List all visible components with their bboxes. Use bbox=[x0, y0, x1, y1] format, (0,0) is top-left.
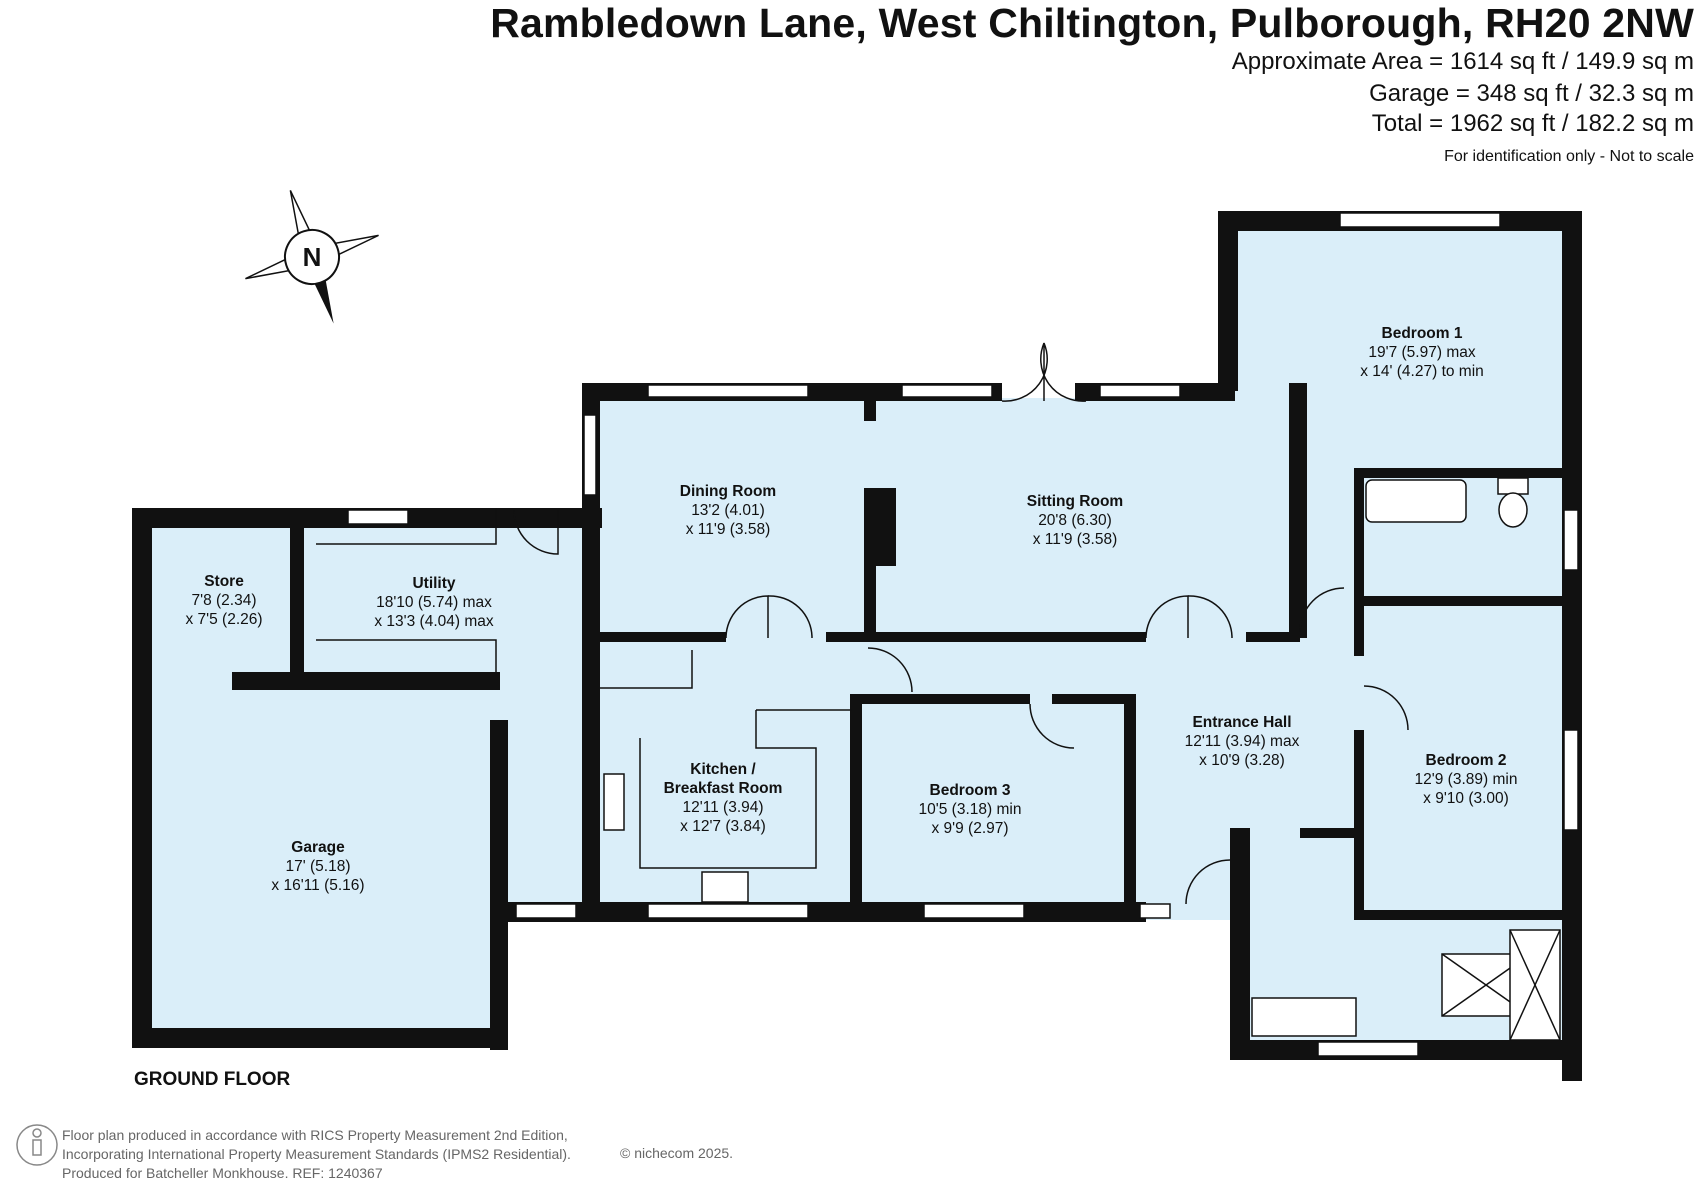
room-store-dim2: x 7'5 (2.26) bbox=[185, 611, 262, 628]
room-kitchen-name2: Breakfast Room bbox=[664, 780, 783, 797]
windows bbox=[347, 212, 1579, 1057]
footer-line3: Produced for Batcheller Monkhouse. REF: … bbox=[62, 1165, 383, 1181]
room-kitchen-name: Kitchen / bbox=[690, 761, 756, 778]
floor-label: GROUND FLOOR bbox=[134, 1069, 291, 1090]
room-utility-dim1: 18'10 (5.74) max bbox=[376, 594, 492, 611]
total-area: Total = 1962 sq ft / 182.2 sq m bbox=[1371, 110, 1694, 137]
address-title: Rambledown Lane, West Chiltington, Pulbo… bbox=[490, 0, 1694, 46]
footer-line2: Incorporating International Property Mea… bbox=[62, 1146, 571, 1162]
footer-line1: Floor plan produced in accordance with R… bbox=[62, 1127, 568, 1143]
room-kitchen-dim2: x 12'7 (3.84) bbox=[680, 818, 766, 835]
room-store-dim1: 7'8 (2.34) bbox=[192, 592, 257, 609]
door-arcs bbox=[513, 342, 1409, 905]
room-bedroom1-name: Bedroom 1 bbox=[1382, 325, 1463, 342]
room-sitting-dim2: x 11'9 (3.58) bbox=[1033, 531, 1118, 548]
room-sitting-dim1: 20'8 (6.30) bbox=[1038, 512, 1112, 529]
room-store-name: Store bbox=[204, 573, 244, 590]
room-entrance-dim1: 12'11 (3.94) max bbox=[1185, 733, 1300, 750]
room-garage-name: Garage bbox=[291, 839, 345, 856]
room-kitchen-dim1: 12'11 (3.94) bbox=[682, 799, 763, 816]
room-fills bbox=[148, 222, 1568, 1058]
room-dining-dim1: 13'2 (4.01) bbox=[691, 502, 765, 519]
room-labels: Bedroom 1 19'7 (5.97) max x 14' (4.27) t… bbox=[185, 325, 1517, 894]
room-bedroom3-dim1: 10'5 (3.18) min bbox=[919, 801, 1022, 818]
room-dining-name: Dining Room bbox=[680, 483, 776, 500]
kitchen-counters bbox=[316, 508, 852, 869]
garage-area: Garage = 348 sq ft / 32.3 sq m bbox=[1369, 80, 1694, 107]
room-bedroom2-dim2: x 9'10 (3.00) bbox=[1423, 790, 1509, 807]
room-bedroom1-dim1: 19'7 (5.97) max bbox=[1368, 344, 1475, 361]
room-entrance-name: Entrance Hall bbox=[1192, 714, 1291, 731]
north-arrow-icon bbox=[245, 190, 379, 324]
room-garage-dim2: x 16'11 (5.16) bbox=[271, 877, 364, 894]
person-logo-icon bbox=[16, 1124, 58, 1166]
room-entrance-dim2: x 10'9 (3.28) bbox=[1199, 752, 1285, 769]
footer-text: Floor plan produced in accordance with R… bbox=[62, 1126, 571, 1183]
room-bedroom3-dim2: x 9'9 (2.97) bbox=[931, 820, 1008, 837]
room-utility-dim2: x 13'3 (4.04) max bbox=[374, 613, 494, 630]
room-bedroom1-dim2: x 14' (4.27) to min bbox=[1360, 363, 1484, 380]
room-utility-name: Utility bbox=[412, 575, 455, 592]
room-bedroom2-dim1: 12'9 (3.89) min bbox=[1415, 771, 1518, 788]
approximate-area: Approximate Area = 1614 sq ft / 149.9 sq… bbox=[1231, 48, 1694, 75]
room-bedroom3-name: Bedroom 3 bbox=[930, 782, 1011, 799]
fixtures bbox=[603, 477, 1561, 1041]
identification-note: For identification only - Not to scale bbox=[1444, 148, 1694, 165]
room-sitting-name: Sitting Room bbox=[1027, 493, 1123, 510]
room-dining-dim2: x 11'9 (3.58) bbox=[686, 521, 771, 538]
room-garage-dim1: 17' (5.18) bbox=[286, 858, 351, 875]
compass-label: N bbox=[303, 242, 322, 272]
room-bedroom2-name: Bedroom 2 bbox=[1426, 752, 1507, 769]
copyright: © nichecom 2025. bbox=[620, 1145, 734, 1161]
